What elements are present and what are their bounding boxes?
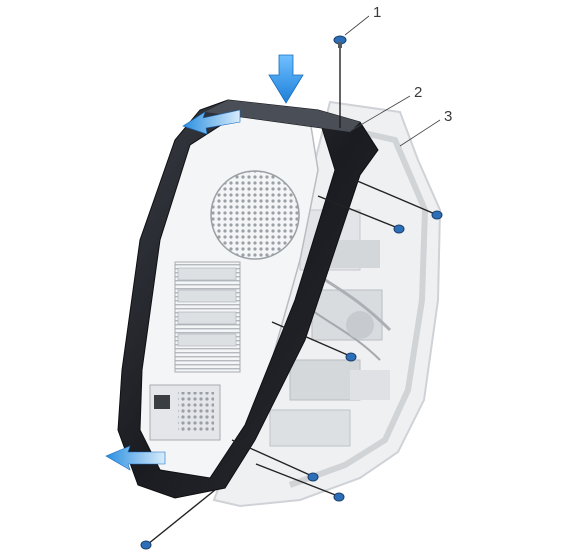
screw-leader-bottom (148, 490, 215, 544)
power-supply-area (150, 385, 220, 440)
callout-1-number: 1 (373, 4, 381, 21)
screw-icon (334, 493, 344, 501)
screw-icon (346, 353, 356, 361)
screw-icon (394, 225, 404, 233)
callout-1-leader (345, 16, 369, 35)
callout-3-number: 3 (444, 108, 452, 125)
screw-icon (141, 541, 151, 549)
screw-icon (334, 36, 346, 48)
callout-2-number: 2 (414, 84, 422, 101)
screw-icon (432, 211, 442, 219)
expansion-slots (175, 262, 240, 372)
screw-icon (308, 473, 318, 481)
fan-grille-icon (211, 171, 299, 259)
push-down-arrow-icon (269, 55, 303, 103)
